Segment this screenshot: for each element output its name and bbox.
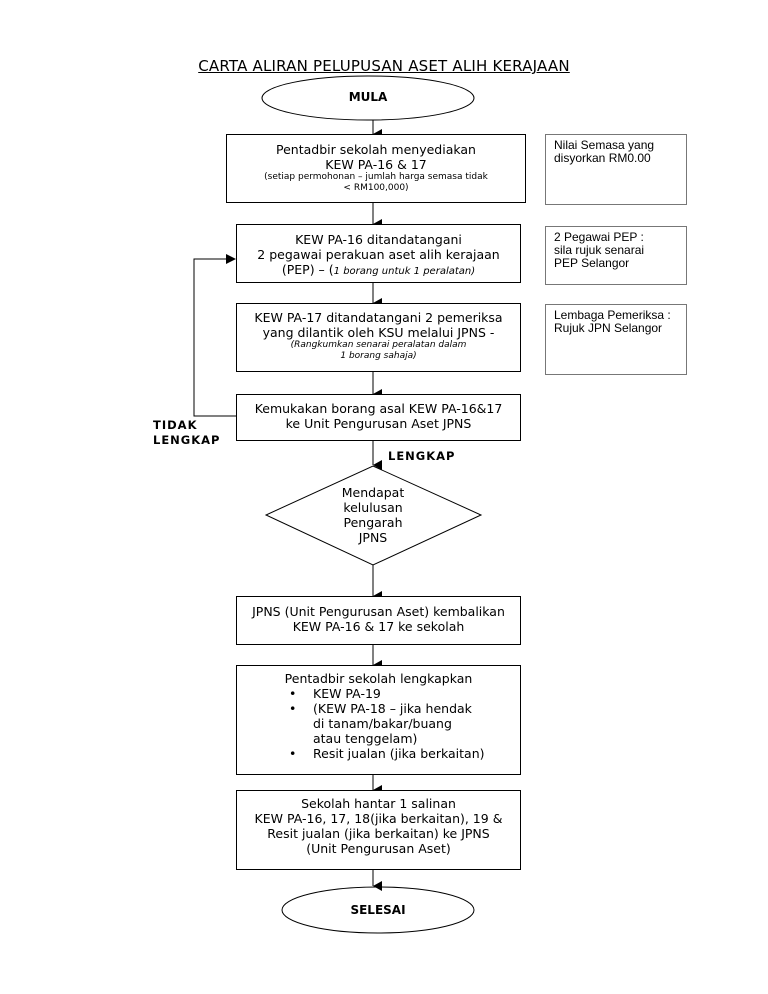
step-complete-forms: Pentadbir sekolah lengkapkan • KEW PA-19 … [236, 665, 521, 775]
step7-line1: Sekolah hantar 1 salinan [301, 796, 456, 811]
step6-item2-l3: atau tenggelam) [313, 731, 418, 746]
note-current-value: Nilai Semasa yang disyorkan RM0.00 [545, 134, 687, 205]
feedback-loop-line [193, 258, 236, 417]
step6-item2-l1: (KEW PA-18 – jika hendak [313, 701, 472, 716]
step7-line3: Resit jualan (jika berkaitan) ke JPNS [267, 826, 490, 841]
note-board-of-survey: Lembaga Pemeriksa : Rujuk JPN Selangor [545, 304, 687, 375]
step3-sub2: 1 borang sahaja) [340, 351, 417, 361]
note2-line1: 2 Pegawai PEP : [554, 230, 644, 244]
step1-line2: KEW PA-16 & 17 [325, 157, 427, 172]
decision-line1: Mendapat [341, 485, 405, 500]
step5-line1: JPNS (Unit Pengurusan Aset) kembalikan [252, 604, 505, 619]
decision-line4: JPNS [358, 530, 388, 545]
step7-line2: KEW PA-16, 17, 18(jika berkaitan), 19 & [254, 811, 503, 826]
list-item: • Resit jualan (jika berkaitan) [289, 746, 520, 761]
list-item: • KEW PA-19 [289, 686, 520, 701]
step6-item3: Resit jualan (jika berkaitan) [313, 746, 485, 761]
note3-line1: Lembaga Pemeriksa : [554, 308, 671, 322]
step4-line1: Kemukakan borang asal KEW PA-16&17 [254, 401, 503, 416]
step2-line1: KEW PA-16 ditandatangani [295, 232, 462, 247]
start-terminator [261, 75, 475, 121]
step6-item2-l2: di tanam/bakar/buang [313, 716, 452, 731]
step4-line2: ke Unit Pengurusan Aset JPNS [285, 416, 472, 431]
decision-text: Mendapat kelulusan Pengarah JPNS [318, 485, 428, 545]
start-label: MULA [348, 90, 388, 104]
branch-label-complete: LENGKAP [388, 449, 456, 463]
branch-label-incomplete: TIDAK LENGKAP [153, 418, 221, 448]
step3-line1: KEW PA-17 ditandatangani 2 pemeriksa [254, 310, 503, 325]
step-return-forms: JPNS (Unit Pengurusan Aset) kembalikan K… [236, 596, 521, 645]
bullet-icon: • [289, 701, 297, 716]
decision-line3: Pengarah [343, 515, 403, 530]
step-prepare-forms: Pentadbir sekolah menyediakan KEW PA-16 … [226, 134, 526, 203]
step2-line3: (PEP) – (1 borang untuk 1 peralatan) [237, 262, 520, 279]
chart-title: CARTA ALIRAN PELUPUSAN ASET ALIH KERAJAA… [198, 57, 570, 75]
step5-line2: KEW PA-16 & 17 ke sekolah [292, 619, 465, 634]
step2-line3a: (PEP) – ( [281, 262, 334, 277]
step6-heading: Pentadbir sekolah lengkapkan [284, 671, 473, 686]
step6-bullet-list: • KEW PA-19 • (KEW PA-18 – jika hendak di… [237, 686, 520, 761]
step3-line2: yang dilantik oleh KSU melalui JPNS - [262, 325, 495, 340]
step3-sub1: (Rangkumkan senarai peralatan dalam [290, 340, 467, 350]
end-label: SELESAI [350, 903, 406, 917]
note1-line2: disyorkan RM0.00 [554, 151, 651, 165]
lengkap-no-label: LENGKAP [153, 433, 221, 447]
decision-line2: kelulusan [343, 500, 403, 515]
note1-line1: Nilai Semasa yang [554, 138, 655, 152]
feedback-loop-arrowhead [226, 254, 236, 264]
note2-line3: PEP Selangor [554, 256, 630, 270]
step2-line3b: 1 borang untuk 1 peralatan) [333, 266, 476, 277]
step-submit-forms: Kemukakan borang asal KEW PA-16&17 ke Un… [236, 394, 521, 441]
step-sign-pa16: KEW PA-16 ditandatangani 2 pegawai perak… [236, 224, 521, 283]
step2-line2: 2 pegawai perakuan aset alih kerajaan [257, 247, 500, 262]
note-pep-officers: 2 Pegawai PEP : sila rujuk senarai PEP S… [545, 226, 687, 285]
bullet-icon: • [289, 686, 297, 701]
step1-line1: Pentadbir sekolah menyediakan [276, 142, 476, 157]
step7-line4: (Unit Pengurusan Aset) [306, 841, 451, 856]
step-sign-pa17: KEW PA-17 ditandatangani 2 pemeriksa yan… [236, 303, 521, 372]
bullet-icon: • [289, 746, 297, 761]
step1-sub1: (setiap permohonan – jumlah harga semasa… [264, 172, 488, 182]
step6-item1: KEW PA-19 [313, 686, 381, 701]
note3-line2: Rujuk JPN Selangor [554, 321, 663, 335]
step-send-copy: Sekolah hantar 1 salinan KEW PA-16, 17, … [236, 790, 521, 870]
note2-line2: sila rujuk senarai [554, 243, 645, 257]
tidak-label: TIDAK [153, 418, 198, 432]
list-item: • (KEW PA-18 – jika hendak di tanam/baka… [289, 701, 520, 746]
step1-sub2: < RM100,000) [343, 183, 409, 193]
